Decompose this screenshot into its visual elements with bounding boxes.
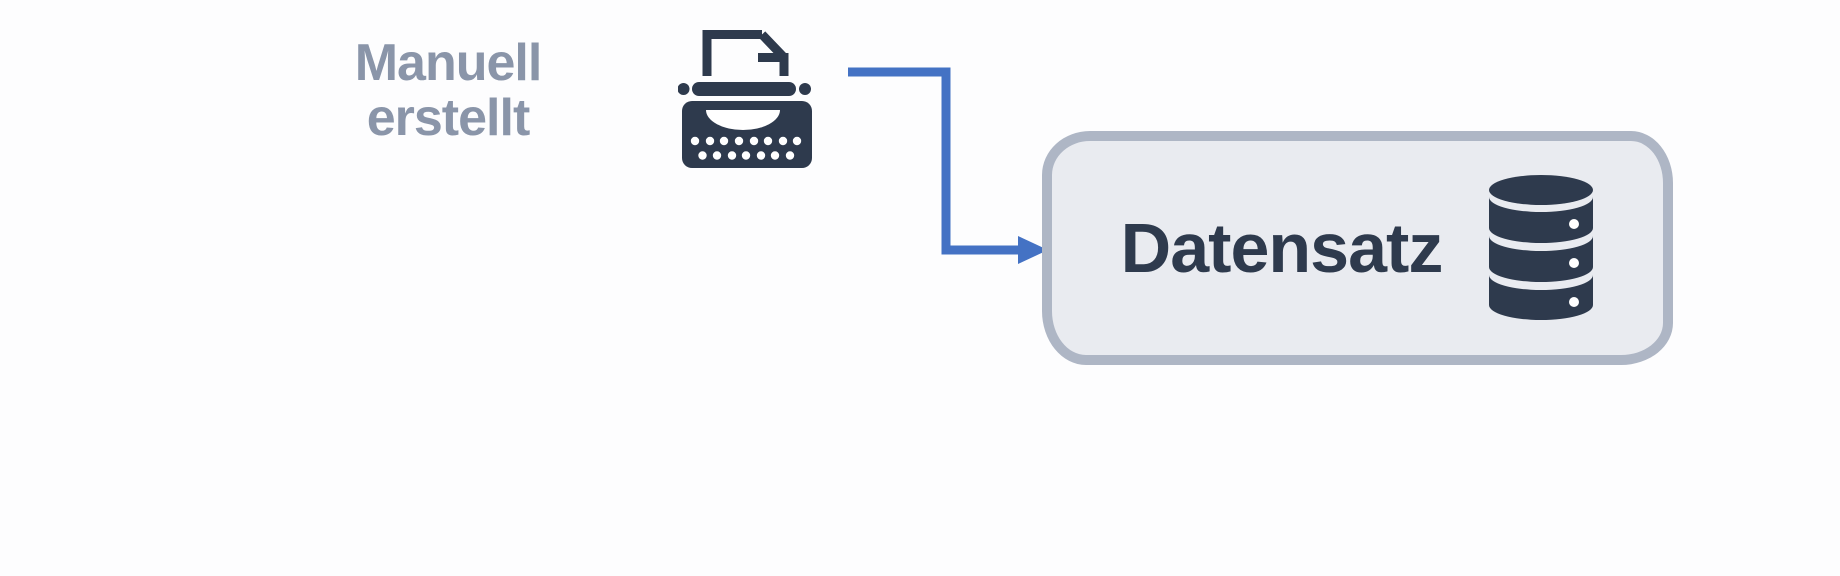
typewriter-keys xyxy=(690,136,802,160)
typewriter-roller-knob-right xyxy=(799,83,811,95)
typewriter-paper-fold xyxy=(758,31,789,76)
database-icon xyxy=(1489,174,1594,320)
database-dots xyxy=(1569,218,1580,307)
connector-line xyxy=(848,67,1020,255)
database-band-2 xyxy=(1489,235,1594,282)
annotation-line-2: erstellt xyxy=(366,89,531,148)
database-band-3 xyxy=(1489,274,1594,320)
database-top xyxy=(1489,174,1594,205)
node-label: Datensatz xyxy=(1120,209,1444,287)
database-band-1 xyxy=(1489,196,1594,243)
typewriter-paper-slot xyxy=(706,110,780,130)
typewriter-icon xyxy=(678,30,812,168)
node-datensatz: Datensatz xyxy=(1042,131,1673,365)
source-annotation: Manuell erstellt xyxy=(300,34,596,148)
typewriter-roller xyxy=(692,82,796,96)
typewriter-paper-outline xyxy=(702,30,762,76)
annotation-line-1: Manuell xyxy=(354,34,543,92)
typewriter-roller-knob-left xyxy=(678,83,690,95)
